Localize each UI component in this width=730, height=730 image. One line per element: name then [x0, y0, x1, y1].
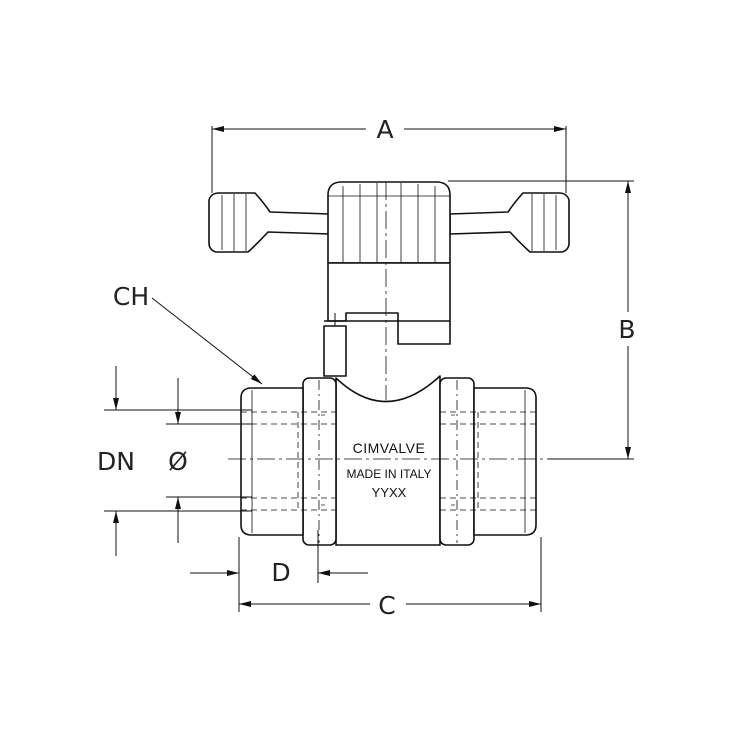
handle-right-wing: [449, 192, 570, 253]
marking-brand: CIMVALVE: [353, 440, 426, 456]
marking-origin: MADE IN ITALY: [347, 467, 432, 481]
handle-left-wing: [208, 192, 331, 253]
valve-stem: [324, 312, 451, 345]
valve-body: [240, 375, 537, 546]
body-marking: CIMVALVE MADE IN ITALY YYXX: [347, 440, 432, 500]
handle-skirt: [327, 262, 451, 322]
label-ch: CH: [113, 282, 149, 311]
label-a: A: [376, 115, 393, 144]
label-b: B: [618, 315, 635, 344]
label-diameter: Ø: [168, 447, 188, 476]
ball-housing: [335, 375, 441, 546]
valve-handle: [208, 181, 570, 377]
label-dn: DN: [97, 447, 135, 476]
dimension-lines: [104, 126, 634, 612]
dimension-labels: A B C D CH DN Ø: [97, 115, 636, 620]
end-right: [473, 387, 537, 536]
label-d: D: [271, 558, 290, 587]
marking-date-code: YYXX: [372, 485, 407, 500]
handle-hub: [327, 181, 451, 264]
flange-left: [302, 377, 337, 546]
label-c: C: [378, 591, 395, 620]
